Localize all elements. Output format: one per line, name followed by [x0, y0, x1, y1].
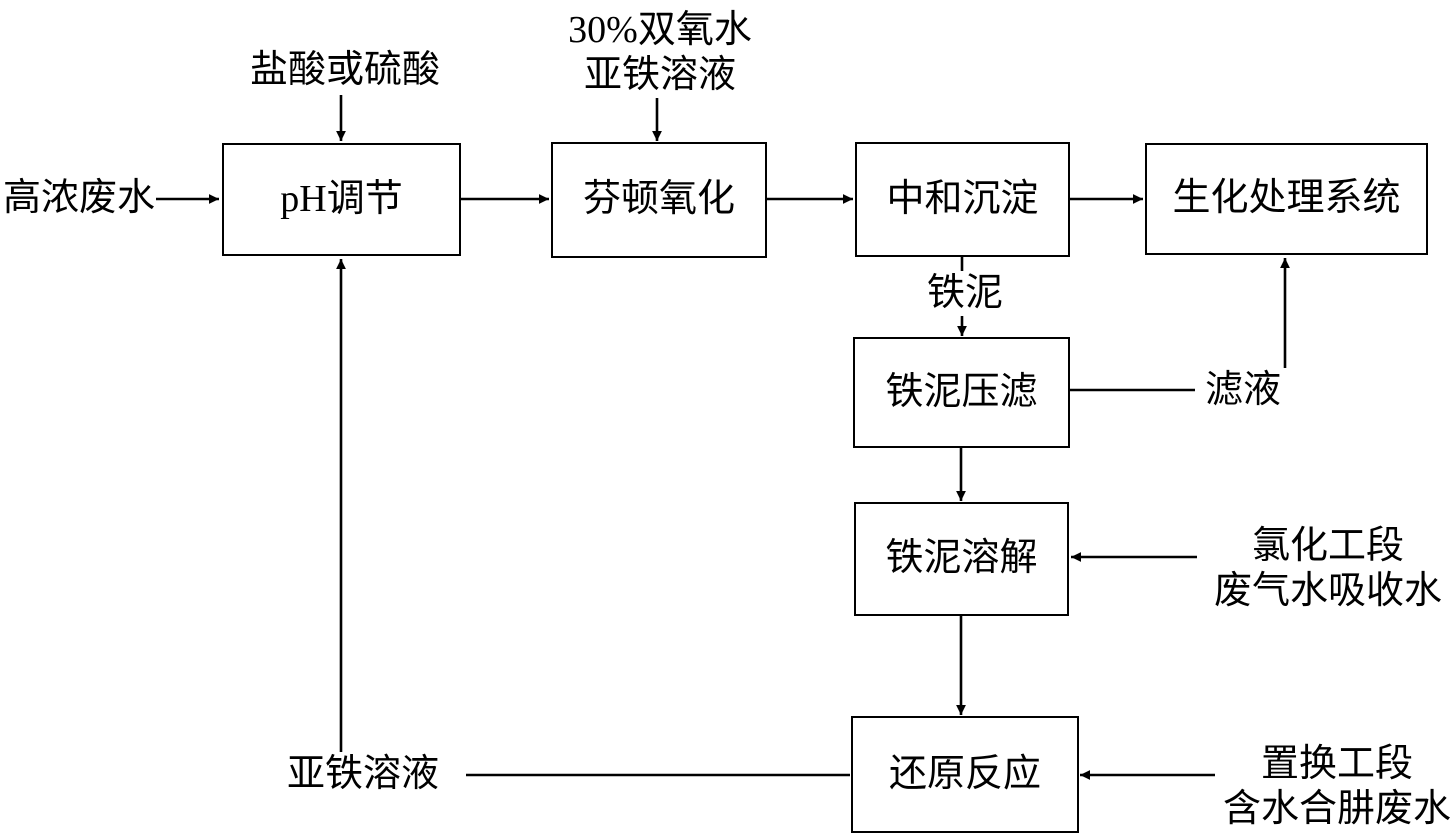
- node-neutralization-precipitation-label: 中和沉淀: [886, 177, 1039, 220]
- label-ferrous-solution-return: 亚铁溶液: [260, 752, 466, 797]
- node-iron-sludge-dissolution[interactable]: 铁泥溶解: [854, 502, 1069, 616]
- node-fenton-oxidation-label: 芬顿氧化: [582, 178, 735, 221]
- label-filtrate-text: 滤液: [1204, 369, 1281, 411]
- node-iron-sludge-press-filter-label: 铁泥压滤: [885, 370, 1038, 413]
- node-iron-sludge-press-filter[interactable]: 铁泥压滤: [853, 337, 1070, 448]
- node-reduction-reaction[interactable]: 还原反应: [851, 716, 1079, 833]
- label-iron-sludge-text: 铁泥: [926, 272, 1003, 314]
- node-ph-adjustment-label: pH调节: [280, 177, 403, 220]
- node-reduction-reaction-label: 还原反应: [888, 752, 1041, 795]
- label-ferrous-solution-return-text: 亚铁溶液: [286, 753, 439, 795]
- label-displacement-section-line1: 置换工段: [1260, 743, 1413, 785]
- label-high-concentration-wastewater: 高浓废水: [0, 176, 156, 221]
- label-hydrogen-peroxide-line1: 30%双氧水: [568, 9, 752, 51]
- node-fenton-oxidation[interactable]: 芬顿氧化: [551, 142, 767, 258]
- label-high-concentration-wastewater-text: 高浓废水: [3, 177, 156, 219]
- label-chlorination-section-line1: 氯化工段: [1251, 525, 1404, 567]
- label-chlorination-section-absorption-water: 氯化工段 废气水吸收水: [1198, 524, 1452, 614]
- label-displacement-section-hydrazine-wastewater: 置换工段 含水合肼废水: [1216, 742, 1452, 832]
- label-ferrous-solution-line2: 亚铁溶液: [583, 53, 736, 96]
- node-iron-sludge-dissolution-label: 铁泥溶解: [885, 537, 1038, 580]
- label-chlorination-absorption-water-line2: 废气水吸收水: [1213, 569, 1442, 612]
- label-hydrochloric-or-sulfuric-acid-text: 盐酸或硫酸: [249, 49, 440, 91]
- node-biological-treatment-system[interactable]: 生化处理系统: [1145, 143, 1428, 255]
- node-biological-treatment-system-label: 生化处理系统: [1172, 177, 1401, 220]
- label-hydrogen-peroxide-ferrous-solution: 30%双氧水 亚铁溶液: [547, 8, 773, 98]
- label-filtrate: 滤液: [1195, 368, 1291, 413]
- label-hydrazine-wastewater-line2: 含水合肼废水: [1222, 787, 1451, 830]
- node-ph-adjustment[interactable]: pH调节: [222, 143, 461, 256]
- node-neutralization-precipitation[interactable]: 中和沉淀: [855, 142, 1070, 257]
- label-iron-sludge: 铁泥: [913, 271, 1017, 316]
- label-hydrochloric-or-sulfuric-acid: 盐酸或硫酸: [232, 48, 458, 93]
